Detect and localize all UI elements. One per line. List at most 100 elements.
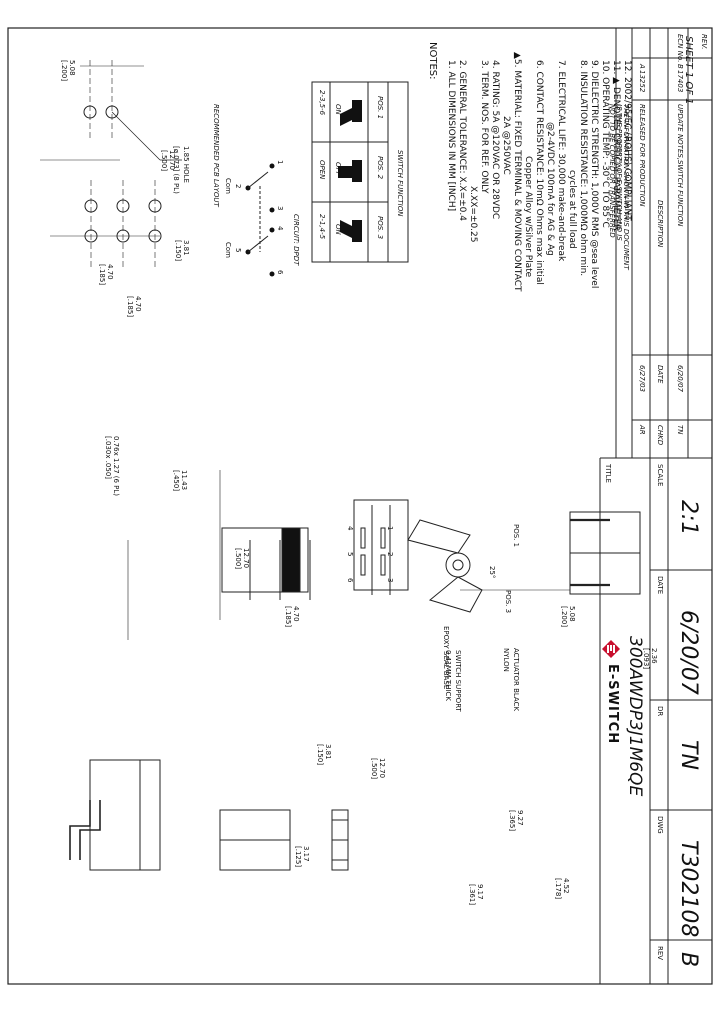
rev-header: CHKD xyxy=(656,425,664,446)
note-item: @2-4VDC 100mA for AG & Ag xyxy=(545,122,555,256)
front-dim: 4.70 xyxy=(292,606,300,622)
side-dim: 5.08 xyxy=(568,606,576,622)
front-dim: 12.70 xyxy=(242,548,250,569)
side-dim: [.200] xyxy=(560,606,568,628)
note-item: Copper Alloy w/Silver Plate xyxy=(523,156,533,278)
callout-actuator: ACTUATOR BLACK xyxy=(512,648,520,712)
front-dim: [.450] xyxy=(172,470,180,492)
switch-state: OFF xyxy=(334,162,342,176)
rev-row-b-chkd: TN xyxy=(676,425,684,435)
circuit-label: 1 xyxy=(276,160,284,165)
dr-label: DR xyxy=(656,706,664,717)
circuit-title: CIRCUIT: DPDT xyxy=(292,214,300,266)
pcb-dim: [.185] xyxy=(98,264,106,286)
circuit-label: 2 xyxy=(234,184,242,189)
bottom-dim: 4.52 xyxy=(562,878,570,894)
callout-actuator-material: NYLON xyxy=(502,648,510,672)
pos-label: POS. 1 xyxy=(512,524,520,548)
pcb-dim: [.200] xyxy=(60,60,68,82)
bottom-dim: [.365] xyxy=(508,810,516,832)
pcb-title: RECOMMENDED PCB LAYOUT xyxy=(212,104,220,207)
scale-label: SCALE xyxy=(656,464,664,487)
note-item: 6. CONTACT RESISTANCE: 10mΩ Ohms max ini… xyxy=(534,60,544,285)
dwg-value: T302108 xyxy=(676,840,701,938)
bottom-dim: 3.17 xyxy=(302,846,310,862)
terminal-number: 6 xyxy=(346,578,354,583)
side-dim: [.093] xyxy=(642,648,650,670)
rev-row-b-desc: UPDATE NOTES,SWITCH FUNCTION xyxy=(676,104,684,227)
rev-row-a-date: 6/27/03 xyxy=(638,365,646,392)
switch-header: POS. 1 xyxy=(376,96,384,120)
dwg-label: DWG xyxy=(656,816,664,834)
circuit-label: 3 xyxy=(276,206,284,211)
note-item: cycles at full load xyxy=(567,170,577,249)
eswitch-logo-mark xyxy=(602,640,620,658)
scale-value: 2:1 xyxy=(676,500,701,536)
rev-header: DATE xyxy=(656,365,664,384)
switch-connection: 2-3,5-6 xyxy=(318,90,326,116)
note-item: 8. INSULATION RESISTANCE: 1,000MΩ ohm mi… xyxy=(578,60,588,277)
pos-label: POS. 3 xyxy=(504,590,512,614)
eswitch-logo-text: E-SWITCH xyxy=(605,664,620,745)
pcb-hole: 1.85 HOLE xyxy=(182,146,190,183)
terminal-number: 4 xyxy=(346,526,354,531)
circuit-label: 4 xyxy=(276,226,284,231)
angle-label: 25° xyxy=(488,566,496,579)
bottom-dim: 12.70 xyxy=(378,758,386,779)
eswitch-logo: E-SWITCH xyxy=(600,640,620,780)
pcb-dim: [.185] xyxy=(126,296,134,318)
sheet-number: SHEET 1 OF 1 xyxy=(683,36,694,105)
notes-heading: NOTES: xyxy=(427,42,438,80)
switch-header: POS. 2 xyxy=(376,156,384,180)
rev-header: REV. xyxy=(700,34,708,50)
switch-state: ON xyxy=(334,224,342,235)
bottom-dim: [.500] xyxy=(370,758,378,780)
pcb-dim: 4.70 xyxy=(134,296,142,312)
note-item: 2. GENERAL TOLERANCE: X.X=±0.4 xyxy=(457,60,467,221)
terminal-number: 2 xyxy=(386,552,394,557)
bottom-dim: [.125] xyxy=(294,846,302,868)
note-item: X.XX=±0.25 xyxy=(468,186,478,243)
callout-epoxy: EPOXY SEAL BASE xyxy=(442,626,450,690)
terminal-dim-in: [.030x .050] xyxy=(104,436,112,480)
rev-row-a-chkd: AR xyxy=(638,425,646,435)
note-item: 3. TERM. NOS. FOR REF. ONLY xyxy=(479,60,489,194)
disclaimer-line: THE INFORMATION SHOWN IN THIS DOCUMENT xyxy=(622,104,630,270)
bottom-dim: [.178] xyxy=(554,878,562,900)
rev-header: DESCRIPTION xyxy=(656,200,664,248)
rev-row-b-date: 6/20/07 xyxy=(676,365,684,392)
front-dim: 11.43 xyxy=(180,470,188,491)
terminal-number: 5 xyxy=(346,552,354,557)
date-label: DATE xyxy=(656,576,664,595)
note-item: ▲5. MATERIAL: FIXED TERMINAL & MOVING CO… xyxy=(512,52,522,292)
rev-row-a-ecn: 13252 xyxy=(638,70,646,93)
rev-row-a-desc: RELEASED FOR PRODUCTION xyxy=(638,104,646,207)
pcb-dim: 5.08 xyxy=(68,60,76,76)
rev-row-b-ecn: 17403 xyxy=(676,70,684,93)
bottom-dim: 9.17 xyxy=(476,884,484,900)
bottom-dim: [.150] xyxy=(316,744,324,766)
circuit-label: Com xyxy=(224,242,232,258)
disclaimer-line: NOT TO BE COPIED OR TRANSFERRED xyxy=(608,104,616,238)
pcb-dim: 4.70 xyxy=(106,264,114,280)
switch-state: ON xyxy=(334,104,342,115)
date-value: 6/20/07 xyxy=(676,610,701,695)
circuit-label: Com xyxy=(224,178,232,194)
note-item: 9. DIELECTRIC STRENGTH: 1,000V RMS @sea … xyxy=(589,60,599,289)
switch-connection: OPEN xyxy=(318,160,326,180)
terminal-number: 3 xyxy=(386,578,394,583)
side-dim: 2.36 xyxy=(650,648,658,664)
rev-label: REV xyxy=(656,946,664,961)
front-dim: [.500] xyxy=(234,548,242,570)
rev-value: B xyxy=(676,952,701,968)
pcb-dim: [.500] xyxy=(160,150,168,172)
switch-header: POS. 3 xyxy=(376,216,384,240)
note-item: 7. ELECTRICAL LIFE: 30,000 make-and-brea… xyxy=(556,60,566,262)
terminal-dim: 0.76x 1.27 (6 PL) xyxy=(112,436,120,497)
front-dim: [.185] xyxy=(284,606,292,628)
pcb-dim: 12.70 xyxy=(168,150,176,171)
note-item: 4. RATING: 5A @120VAC OR 28VDC xyxy=(490,60,500,220)
bottom-dim: 9.27 xyxy=(516,810,524,826)
